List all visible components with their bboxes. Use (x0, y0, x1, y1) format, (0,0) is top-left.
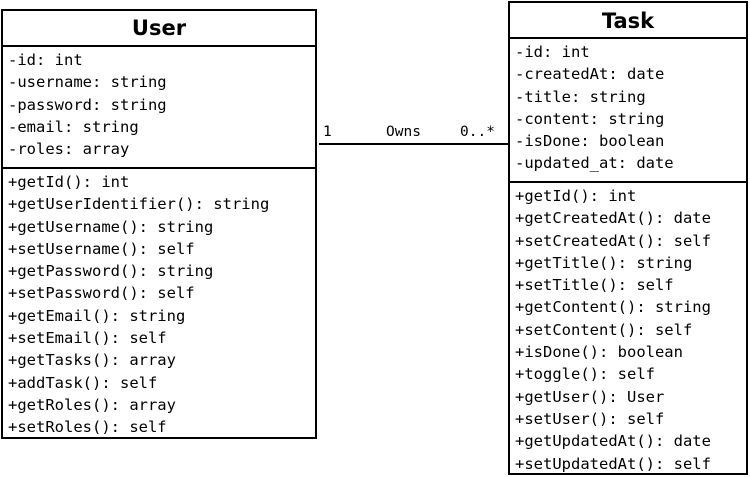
task-method: +isDone(): boolean (515, 343, 683, 362)
user-attribute: -email: string (8, 117, 139, 136)
association-name: Owns (386, 124, 421, 140)
user-method: +setUsername(): self (8, 239, 195, 258)
user-method: +getId(): int (8, 173, 130, 191)
task-method: +getUpdatedAt(): date (515, 432, 711, 451)
user-attribute: -id: int (8, 51, 83, 69)
user-method: +setEmail(): self (8, 329, 167, 348)
source-multiplicity: 1 (323, 124, 332, 140)
task-method: +setCreatedAt(): self (515, 231, 711, 250)
user-method: +getPassword(): string (8, 262, 214, 281)
task-method: +getUser(): User (515, 387, 665, 406)
user-class-name: User (3, 11, 315, 47)
task-method: +toggle(): self (515, 365, 655, 384)
user-method: +getUsername(): string (8, 217, 214, 236)
user-methods-section: +getId(): int +getUserIdentifier(): stri… (3, 169, 315, 439)
task-method: +getContent(): string (515, 298, 711, 317)
task-attribute: -isDone: boolean (515, 132, 665, 151)
task-attribute: -title: string (515, 87, 646, 106)
task-method: +setUpdatedAt(): self (515, 454, 711, 473)
user-attribute: -password: string (8, 95, 167, 114)
task-method: +getCreatedAt(): date (515, 209, 711, 228)
target-multiplicity: 0..* (460, 124, 495, 140)
user-class-box: User -id: int -username: string -passwor… (1, 9, 317, 439)
task-attribute: -content: string (515, 109, 665, 128)
task-method: +setContent(): self (515, 320, 693, 339)
user-method: +setRoles(): self (8, 418, 167, 437)
task-method: +getTitle(): string (515, 253, 693, 272)
user-method: +setPassword(): self (8, 284, 195, 303)
task-class-name: Task (510, 3, 746, 39)
task-methods-section: +getId(): int +getCreatedAt(): date +set… (510, 183, 746, 475)
task-attributes-section: -id: int -createdAt: date -title: string… (510, 39, 746, 183)
user-attribute: -roles: array (8, 140, 130, 159)
task-attribute: -updated_at: date (515, 154, 674, 173)
user-method: +getRoles(): array (8, 395, 176, 414)
user-method: +addTask(): self (8, 373, 158, 392)
user-method: +getUserIdentifier(): string (8, 195, 270, 214)
task-method: +getId(): int (515, 187, 637, 205)
task-method: +setTitle(): self (515, 276, 674, 295)
task-method: +setUser(): self (515, 409, 665, 428)
user-attributes-section: -id: int -username: string -password: st… (3, 47, 315, 169)
task-attribute: -id: int (515, 43, 590, 61)
task-attribute: -createdAt: date (515, 65, 665, 84)
task-class-box: Task -id: int -createdAt: date -title: s… (508, 1, 748, 475)
user-attribute: -username: string (8, 73, 167, 92)
user-method: +getEmail(): string (8, 306, 186, 325)
user-method: +getTasks(): array (8, 351, 176, 370)
